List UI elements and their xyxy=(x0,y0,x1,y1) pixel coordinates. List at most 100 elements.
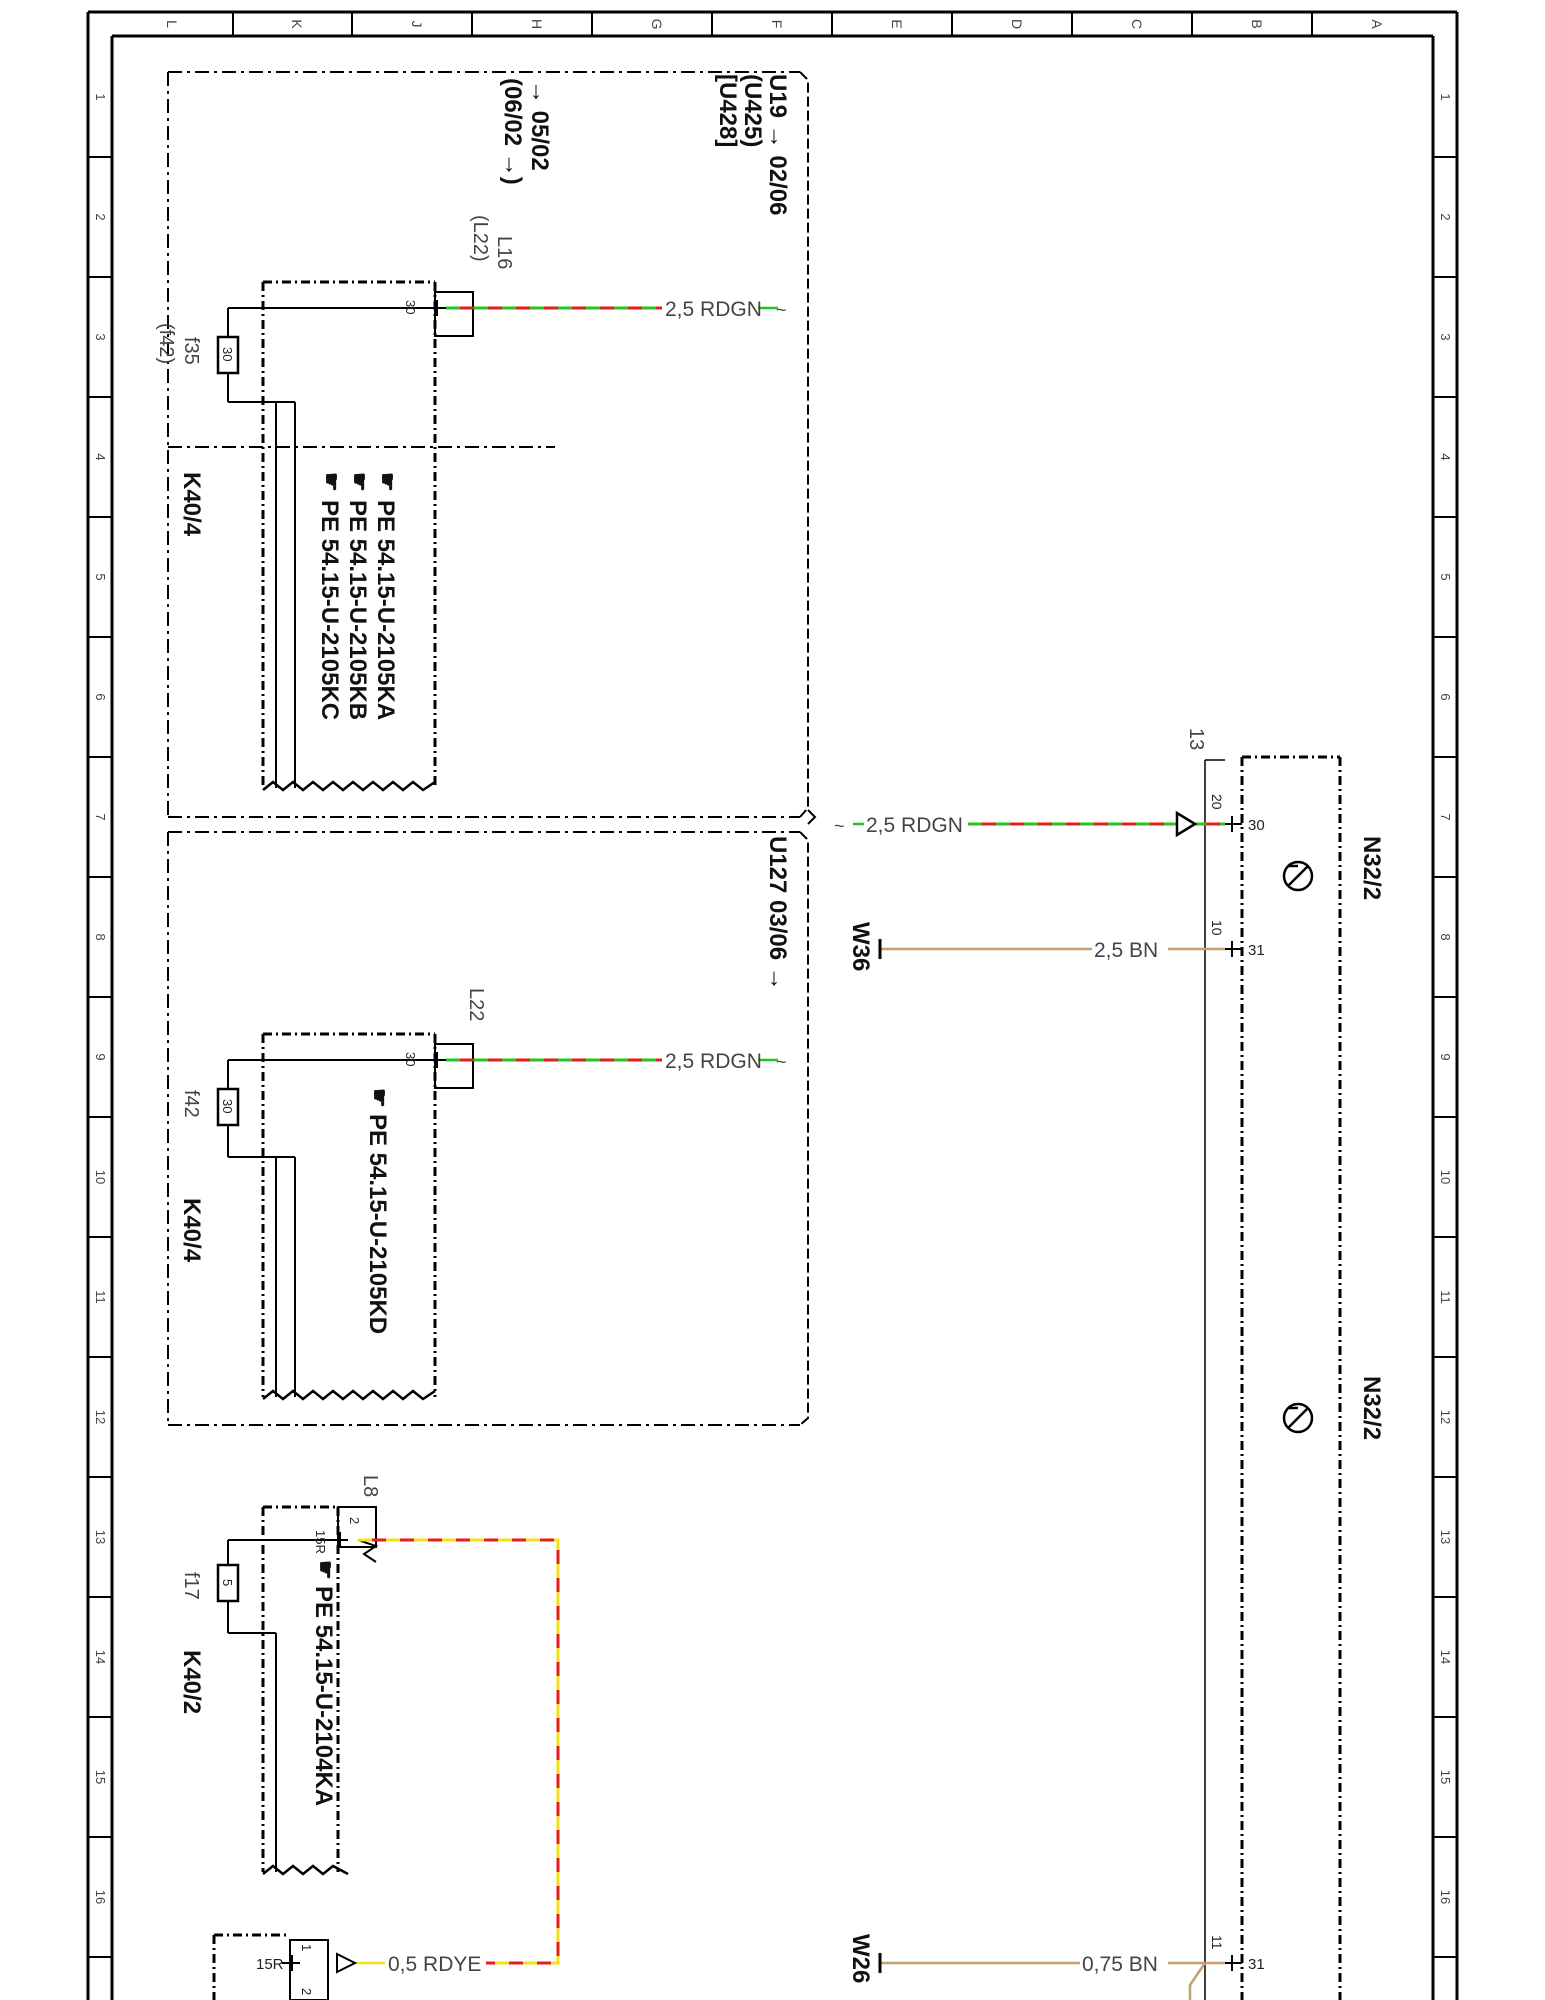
variant-region-mid xyxy=(167,831,800,1426)
col-label: L xyxy=(164,20,180,28)
pointer-hand-icon: ☛ xyxy=(375,472,400,492)
row-label: 15 xyxy=(93,1770,108,1784)
connector-l22-alt-label: (L22) xyxy=(469,215,491,262)
n32-2-label-a: N32/2 xyxy=(1358,836,1385,900)
fuse-rating-f35: 30 xyxy=(220,347,235,361)
pin-1-bottom: 1 xyxy=(299,1944,314,1951)
wire-bn2 xyxy=(880,1961,1225,2000)
fuse-label-f42: f42 xyxy=(180,1090,202,1118)
bottom-connector-box xyxy=(212,1933,290,2000)
row-ticks xyxy=(88,156,1457,1958)
row-label: 3 xyxy=(1438,333,1453,340)
wire-label-bn: 2,5 BN xyxy=(1094,939,1158,962)
col-label: B xyxy=(1249,19,1265,28)
row-label: 2 xyxy=(1438,213,1453,220)
row-label: 14 xyxy=(93,1650,108,1664)
k40-4-mid-label: K40/4 xyxy=(178,1198,205,1263)
col-label: D xyxy=(1009,19,1025,29)
wire-break-icon: ~ xyxy=(834,816,845,836)
col-label: G xyxy=(649,19,665,30)
column-ticks xyxy=(232,12,1313,36)
pin-31-n32: 31 xyxy=(1248,942,1265,959)
wire-label-rdye: 0,5 RDYE xyxy=(388,1953,481,1976)
pin-31b-n32: 31 xyxy=(1248,1956,1265,1973)
pin-2-bottom: 2 xyxy=(299,1988,314,1995)
row-label: 6 xyxy=(1438,693,1453,700)
row-label: 14 xyxy=(1438,1650,1453,1664)
row-label: 5 xyxy=(1438,573,1453,580)
fuse-label-f42-alt: (f42) xyxy=(155,323,177,364)
row-label: 9 xyxy=(93,1053,108,1060)
connector-13-label: 13 xyxy=(1185,728,1207,750)
column-letters: L K J H G F E D C B A xyxy=(164,19,1385,30)
connector-l16 xyxy=(428,291,474,337)
wire-break-icon: ~ xyxy=(776,1052,787,1072)
connector-l16-label: L16 xyxy=(493,236,515,269)
pin-30-mid: 30 xyxy=(403,1052,418,1066)
row-label: 15 xyxy=(1438,1770,1453,1784)
n32-2-label-b: N32/2 xyxy=(1358,1376,1385,1440)
drawing-frame xyxy=(86,10,1459,2000)
variant-label-u425: (U425) xyxy=(739,74,766,147)
row-label: 5 xyxy=(93,573,108,580)
k40-2-box xyxy=(261,1505,340,1872)
row-label: 4 xyxy=(93,453,108,460)
k40-4-top-zigzag xyxy=(262,780,436,792)
row-label: 10 xyxy=(93,1170,108,1184)
variant-label-u19: U19 → 02/06 xyxy=(764,74,791,215)
pin-30-n32: 30 xyxy=(1248,817,1265,834)
row-label: 11 xyxy=(93,1290,108,1304)
pe-ref-2105kd: PE 54.15-U-2105KD xyxy=(364,1114,391,1334)
pe-ref-2105kc: PE 54.15-U-2105KC xyxy=(316,500,343,720)
row-label: 11 xyxy=(1438,1290,1453,1304)
col-label: H xyxy=(529,19,545,29)
pin-11: 11 xyxy=(1209,1935,1225,1950)
pointer-hand-icon: ☛ xyxy=(319,472,344,492)
n32-2-pins xyxy=(1225,816,1242,1971)
row-label: 8 xyxy=(1438,933,1453,940)
k40-4-top-label: K40/4 xyxy=(178,472,205,537)
connector-l22-label: L22 xyxy=(465,988,487,1021)
col-label: F xyxy=(769,20,785,29)
row-label: 12 xyxy=(1438,1410,1453,1424)
fuse-rating-f42: 30 xyxy=(220,1099,235,1113)
row-label: 13 xyxy=(1438,1530,1453,1544)
connector-l22 xyxy=(428,1043,474,1089)
k40-4-mid-zigzag xyxy=(262,1389,436,1401)
row-label: 9 xyxy=(1438,1053,1453,1060)
variant-label-u428: [U428] xyxy=(714,74,741,147)
row-numbers: 1 2 3 4 5 6 7 8 9 10 11 12 13 14 15 16 1… xyxy=(93,93,1453,1904)
col-label: J xyxy=(409,21,425,28)
pe-ref-2104ka: PE 54.15-U-2104KA xyxy=(310,1586,337,1806)
row-label: 13 xyxy=(93,1530,108,1544)
k40-4-mid-internal xyxy=(227,1059,435,1397)
fuse-f42 xyxy=(216,1087,240,1127)
row-label: 2 xyxy=(93,213,108,220)
n32-2-connector-strip xyxy=(1204,759,1225,2000)
col-label: E xyxy=(889,19,905,28)
k40-4-top-box xyxy=(261,280,437,788)
k40-2-internal xyxy=(227,1539,338,1872)
fuse-rating-f17: 5 xyxy=(220,1579,235,1586)
bottom-connector xyxy=(282,1939,358,2000)
row-label: 1 xyxy=(93,93,108,100)
pe-ref-2105ka: PE 54.15-U-2105KA xyxy=(372,500,399,720)
row-label: 4 xyxy=(1438,453,1453,460)
col-label: A xyxy=(1369,19,1385,29)
k40-2-label: K40/2 xyxy=(178,1650,205,1714)
wire-rdgn-n32 xyxy=(853,810,1225,838)
row-label: 7 xyxy=(93,813,108,820)
variant-label-u127: U127 03/06 → xyxy=(764,836,791,991)
pointer-icons-top: ☛ ☛ ☛ xyxy=(319,472,400,492)
pin-15r-bottom: 15R xyxy=(256,1956,284,1973)
pin-2-k40-2: 2 xyxy=(347,1517,362,1524)
row-label: 16 xyxy=(93,1890,108,1904)
fuse-f35 xyxy=(216,335,240,375)
pin-15r-k40-2: 15R xyxy=(313,1530,328,1554)
variant-region-top-brace xyxy=(799,71,817,825)
wire-label-rdgn-mid: 2,5 RDGN xyxy=(665,1050,762,1073)
row-label: 8 xyxy=(93,933,108,940)
pin-20: 20 xyxy=(1209,794,1225,810)
wire-label-rdgn-top: 2,5 RDGN xyxy=(665,298,762,321)
